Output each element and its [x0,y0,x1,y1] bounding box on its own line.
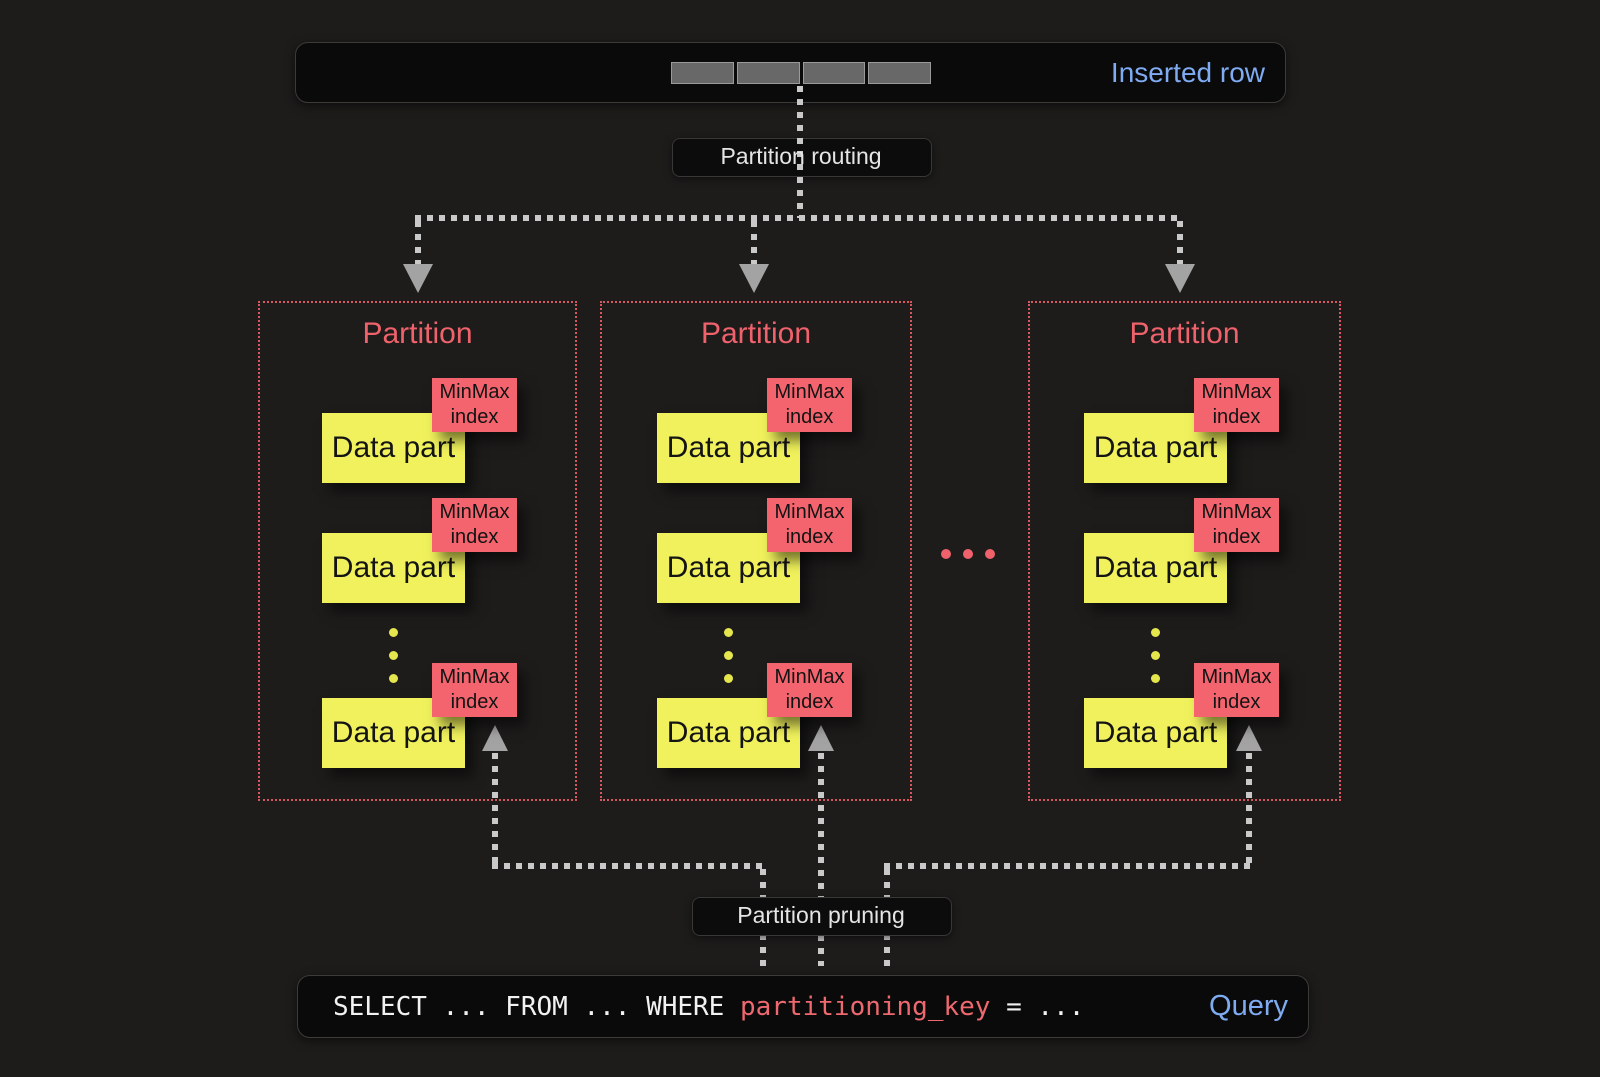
sql-suffix: = ... [990,991,1085,1022]
minmax-line1: MinMax [1201,501,1272,523]
partition-pruning-box [692,897,952,936]
minmax-line2: index [785,691,834,713]
minmax-line2: index [1212,691,1261,713]
minmax-line1: MinMax [439,666,510,688]
data-part: Data part [322,413,465,483]
arrow-down-icon [403,264,433,293]
minmax-line2: index [1212,406,1261,428]
more-parts-dot [1151,674,1160,683]
minmax-line1: MinMax [774,381,845,403]
partition-title: Partition [362,317,473,350]
minmax-index-tag: MinMax index [1194,378,1279,432]
more-parts-dot [389,628,398,637]
pruning-line-left [492,863,766,869]
minmax-index-tag: MinMax index [432,378,517,432]
partition-title: Partition [700,317,812,350]
arrow-down-icon [739,264,769,293]
partition-box-1: Partition [258,301,577,801]
partition-pruning-label: Partition pruning [737,902,905,928]
arrow-up-icon [1236,725,1262,751]
inserted-row-cells [671,62,931,84]
row-cell [868,62,931,84]
query-panel: SELECT ... FROM ... WHERE partitioning_k… [297,975,1309,1038]
more-parts-dot [724,628,733,637]
minmax-line2: index [785,526,834,548]
sql-query-text: SELECT ... FROM ... WHERE partitioning_k… [333,992,1084,1022]
more-parts-dot [724,674,733,683]
inserted-row-panel: Inserted row [295,42,1286,103]
more-parts-dot [389,674,398,683]
data-part: Data part [1084,533,1227,603]
partition-title: Partition [1129,317,1240,350]
query-label: Query [1209,990,1288,1022]
row-cell [671,62,734,84]
data-part: Data part [657,413,800,483]
sql-prefix: SELECT ... FROM ... WHERE [333,991,740,1022]
more-partitions-ellipsis-dot [963,549,973,559]
minmax-line2: index [450,691,499,713]
minmax-index-tag: MinMax index [767,378,852,432]
partition-box-3: Partition [1028,301,1341,801]
pruning-stem [492,753,498,866]
minmax-line1: MinMax [439,381,510,403]
routing-line [797,86,803,218]
minmax-line2: index [450,526,499,548]
minmax-line2: index [1212,526,1261,548]
arrow-stem [751,221,757,264]
sql-partitioning-key: partitioning_key [740,991,991,1022]
fanout-line [415,215,1183,221]
arrow-up-icon [482,725,508,751]
minmax-line1: MinMax [1201,381,1272,403]
minmax-index-tag: MinMax index [767,498,852,552]
minmax-line1: MinMax [774,501,845,523]
minmax-index-tag: MinMax index [1194,663,1279,717]
arrow-stem [415,221,421,264]
minmax-index-tag: MinMax index [767,663,852,717]
arrow-down-icon [1165,264,1195,293]
pruning-stem [1246,753,1252,866]
more-parts-dot [389,651,398,660]
minmax-index-tag: MinMax index [432,498,517,552]
pruning-line-right [884,863,1252,869]
minmax-index-tag: MinMax index [1194,498,1279,552]
more-partitions-ellipsis-dot [985,549,995,559]
data-part: Data part [322,698,465,768]
more-parts-dot [724,651,733,660]
minmax-line2: index [785,406,834,428]
pruning-stem [818,753,824,966]
inserted-row-label: Inserted row [1110,56,1265,88]
row-cell [802,62,866,84]
more-parts-dot [1151,651,1160,660]
partition-routing-label: Partition routing [720,143,882,169]
minmax-line2: index [450,406,499,428]
arrow-up-icon [808,725,834,751]
minmax-index-tag: MinMax index [432,663,517,717]
row-cell [736,62,800,84]
more-parts-dot [1151,628,1160,637]
partition-box-2: Partition [600,301,912,801]
more-partitions-ellipsis-dot [941,549,951,559]
minmax-line1: MinMax [439,501,510,523]
minmax-line1: MinMax [774,666,845,688]
arrow-stem [1177,221,1183,264]
minmax-line1: MinMax [1201,666,1272,688]
